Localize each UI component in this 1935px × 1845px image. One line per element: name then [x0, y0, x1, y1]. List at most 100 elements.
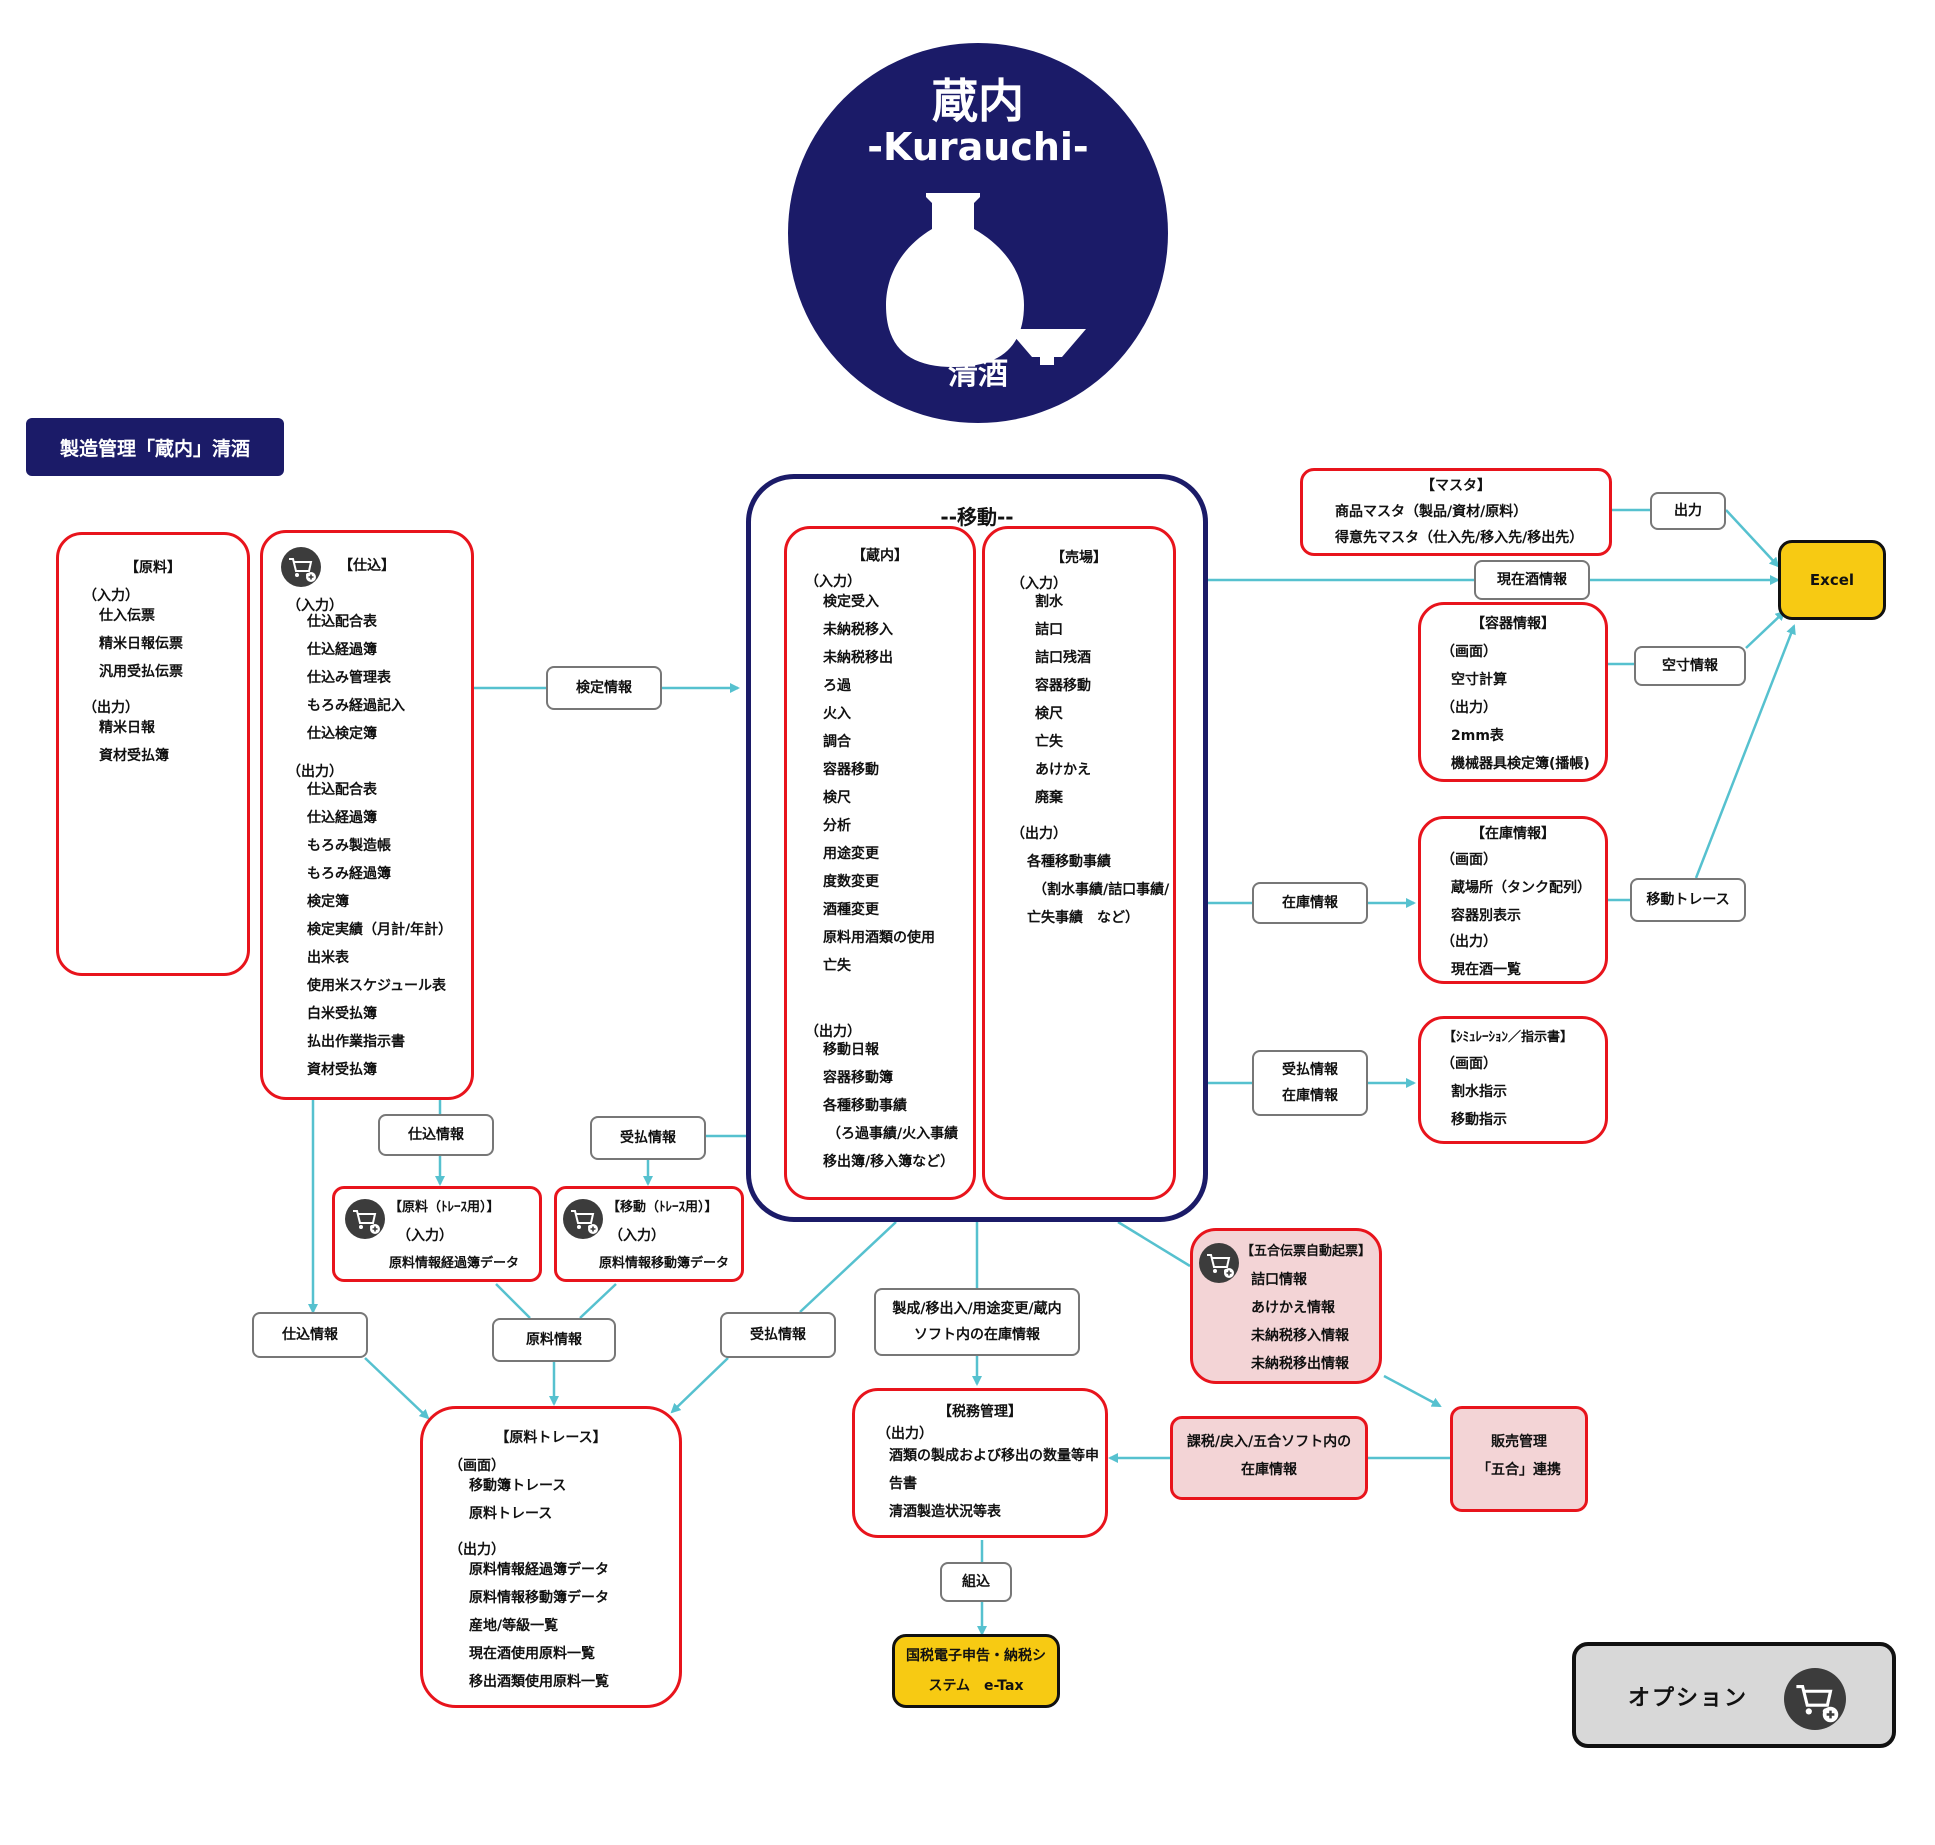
shikomi-output-item: 仕込経過簿 [307, 810, 377, 826]
shikomi-input-item: 仕込経過簿 [307, 642, 377, 658]
shikomi-output-item: 払出作業指示書 [307, 1034, 405, 1050]
zaiko-output-label: （出力） [1441, 934, 1497, 950]
genryo-trace-output-item: 原料情報経過簿データ [469, 1562, 609, 1578]
label-genzai-info: 現在酒情報 [1474, 560, 1590, 600]
zeimu-heading: 【税務管理】 [938, 1404, 1022, 1420]
youki-heading: 【容器情報】 [1471, 616, 1555, 632]
kura-input-item: 未納税移出 [823, 650, 893, 666]
label-output: 出力 [1650, 492, 1726, 530]
move-trace-input-item: 原料情報移動簿データ [599, 1256, 730, 1271]
shikomi-input-item: 仕込検定簿 [307, 726, 377, 742]
kura-heading: 【蔵内】 [852, 548, 908, 564]
zeimu-output-item: 酒類の製成および移出の数量等申 [889, 1448, 1099, 1464]
genryo-trace-output-label: （出力） [449, 1542, 505, 1558]
label-ido-trace: 移動トレース [1630, 878, 1746, 922]
shikomi-output-item: 白米受払簿 [307, 1006, 377, 1022]
uriba-output-item: （割水事績/詰口事績/ [1033, 882, 1170, 898]
simulation-heading: 【ｼﾐｭﾚｰｼｮﾝ／指示書】 [1443, 1030, 1574, 1045]
kura-input-item: 火入 [823, 706, 851, 722]
youki-screen-item: 空寸計算 [1451, 672, 1507, 688]
gogo-heading: 【五合伝票自動起票】 [1241, 1244, 1372, 1259]
shikomi-output-item: 検定実績（月計/年計） [307, 922, 453, 938]
uriba-input-item: 亡失 [1035, 734, 1063, 750]
label-kusun-info: 空寸情報 [1634, 646, 1746, 686]
uriba-output-label: （出力） [1011, 826, 1067, 842]
gogo-item: あけかえ情報 [1251, 1300, 1335, 1316]
excel-box: Excel [1778, 540, 1886, 620]
uriba-input-item: 割水 [1035, 594, 1063, 610]
youki-screen-label: （画面） [1441, 644, 1497, 660]
kura-input-item: ろ過 [823, 678, 851, 694]
shikomi-input-item: もろみ経過記入 [307, 698, 405, 714]
zeimu-box: 【税務管理】 （出力） 酒類の製成および移出の数量等申 告書 清酒製造状況等表 [852, 1388, 1108, 1538]
kura-input-item: 容器移動 [823, 762, 879, 778]
label-text: 空寸情報 [1662, 658, 1718, 674]
shikomi-output-item: 出米表 [307, 950, 349, 966]
kura-input-item: 未納税移入 [823, 622, 893, 638]
genryo-trace-input-item: 原料情報経過簿データ [389, 1256, 520, 1271]
simulation-screen-label: （画面） [1441, 1056, 1497, 1072]
genryo-trace-input-heading: 【原料（ﾄﾚｰｽ用）】 [389, 1200, 500, 1215]
shikomi-box: 【仕込】 （入力） 仕込配合表 仕込経過簿 仕込み管理表 もろみ経過記入 仕込検… [260, 530, 474, 1100]
genryo-trace-input-box: 【原料（ﾄﾚｰｽ用）】 （入力） 原料情報経過簿データ [332, 1186, 542, 1282]
genryo-input-item: 仕入伝票 [99, 608, 155, 624]
genryo-output-item: 資材受払簿 [99, 748, 169, 764]
move-trace-input-box: 【移動（ﾄﾚｰｽ用）】 （入力） 原料情報移動簿データ [554, 1186, 744, 1282]
shopping-cart-option-icon [1784, 1668, 1846, 1730]
option-legend: オプション [1572, 1642, 1896, 1748]
simulation-item: 移動指示 [1451, 1112, 1507, 1128]
genryo-trace-output-item: 移出酒類使用原料一覧 [469, 1674, 609, 1690]
move-title: --移動-- [940, 505, 1014, 529]
kura-output-label: （出力） [805, 1024, 861, 1040]
uriba-input-item: 検尺 [1035, 706, 1063, 722]
gogo-item: 未納税移入情報 [1251, 1328, 1349, 1344]
genryo-output-item: 精米日報 [99, 720, 155, 736]
genryo-trace-input-label: （入力） [397, 1228, 453, 1244]
label-text: ソフト内の在庫情報 [914, 1327, 1040, 1343]
etax-line: 国税電子申告・納税シ [906, 1648, 1046, 1664]
label-text: 在庫情報 [1282, 895, 1338, 911]
kura-input-item: 酒種変更 [823, 902, 879, 918]
genryo-input-label: （入力） [83, 588, 139, 604]
label-seisei-info: 製成/移出入/用途変更/蔵内 ソフト内の在庫情報 [874, 1288, 1080, 1356]
kura-output-item: 移出簿/移入簿など） [823, 1154, 955, 1170]
shikomi-output-item: 仕込配合表 [307, 782, 377, 798]
master-item: 得意先マスタ（仕入先/移入先/移出先） [1335, 530, 1584, 546]
move-trace-input-label: （入力） [609, 1228, 665, 1244]
genryo-trace-box: 【原料トレース】 （画面） 移動簿トレース 原料トレース （出力） 原料情報経過… [420, 1406, 682, 1708]
zeimu-output-item: 告書 [889, 1476, 917, 1492]
zeimu-output-label: （出力） [877, 1426, 933, 1442]
label-text: 出力 [1674, 503, 1702, 519]
shikomi-input-item: 仕込み管理表 [307, 670, 391, 686]
move-trace-input-heading: 【移動（ﾄﾚｰｽ用）】 [607, 1200, 718, 1215]
zaiko-screen-label: （画面） [1441, 852, 1497, 868]
label-ukeharai-info-lower: 受払情報 [720, 1312, 836, 1358]
genryo-input-item: 汎用受払伝票 [99, 664, 183, 680]
genryo-trace-output-item: 原料情報移動簿データ [469, 1590, 609, 1606]
zaiko-screen-item: 蔵場所（タンク配列） [1451, 880, 1591, 896]
genryo-heading: 【原料】 [125, 560, 181, 576]
label-ukeharai-info: 受払情報 [590, 1116, 706, 1160]
genryo-trace-heading: 【原料トレース】 [495, 1430, 607, 1446]
simulation-item: 割水指示 [1451, 1084, 1507, 1100]
kura-input-item: 検定受入 [823, 594, 879, 610]
genryo-trace-output-item: 産地/等級一覧 [469, 1618, 559, 1634]
youki-box: 【容器情報】 （画面） 空寸計算 （出力） 2mm表 機械器具検定簿(播帳) [1418, 602, 1608, 782]
genryo-trace-screen-label: （画面） [449, 1458, 505, 1474]
zaiko-heading: 【在庫情報】 [1471, 826, 1555, 842]
kura-input-item: 調合 [823, 734, 851, 750]
kura-output-item: 各種移動事績 [823, 1098, 907, 1114]
label-text: 現在酒情報 [1497, 572, 1567, 588]
label-text: 受払情報 [620, 1130, 676, 1146]
shikomi-output-item: 資材受払簿 [307, 1062, 377, 1078]
kazei-box: 課税/戻入/五合ソフト内の 在庫情報 [1170, 1416, 1368, 1500]
sake-bottle-icon [886, 193, 1086, 367]
shopping-cart-option-icon [281, 547, 321, 587]
label-text: 検定情報 [576, 680, 632, 696]
genryo-trace-screen-item: 原料トレース [469, 1506, 553, 1522]
label-shiire-info-lower: 仕込情報 [252, 1312, 368, 1358]
zaiko-screen-item: 容器別表示 [1451, 908, 1521, 924]
etax-box: 国税電子申告・納税シ ステム e-Tax [892, 1634, 1060, 1708]
zaiko-box: 【在庫情報】 （画面） 蔵場所（タンク配列） 容器別表示 （出力） 現在酒一覧 [1418, 816, 1608, 984]
label-text: 受払情報 [750, 1327, 806, 1343]
